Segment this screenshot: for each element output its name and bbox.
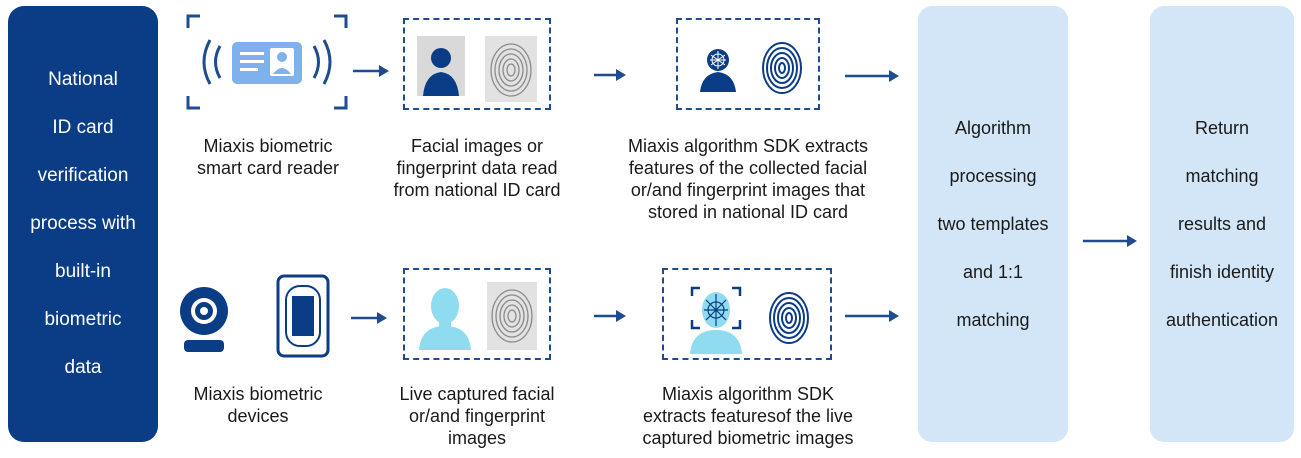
fingerprint-image-tile xyxy=(485,36,537,102)
arrow-right-icon xyxy=(353,63,391,79)
face-scan-icon xyxy=(684,284,748,354)
live-feature-extraction-box xyxy=(662,268,832,360)
arrow-right-icon xyxy=(594,67,628,83)
arrow-right-icon xyxy=(845,68,901,84)
extract-caption-bottom-line-3: captured biometric images xyxy=(642,428,854,448)
process-title-line-2: ID card xyxy=(52,117,114,138)
arrow-right-icon xyxy=(1083,233,1139,249)
devices-caption: Miaxis biometric devices xyxy=(158,383,358,427)
algorithm-line-1: Algorithm xyxy=(954,118,1032,138)
process-title-line-6: biometric xyxy=(44,309,122,330)
process-title-panel: National ID card verification process wi… xyxy=(8,6,158,442)
algorithm-line-4: and 1:1 xyxy=(962,262,1024,282)
result-line-3: results and xyxy=(1177,214,1267,234)
face-silhouette-icon xyxy=(417,284,473,350)
live-capture-caption: Live captured facial or/and fingerprint … xyxy=(372,383,582,449)
reader-caption: Miaxis biometric smart card reader xyxy=(168,135,368,179)
reader-caption-line-2: smart card reader xyxy=(196,158,340,178)
id-data-caption-line-3: from national ID card xyxy=(393,180,561,200)
extract-caption-top-line-1: Miaxis algorithm SDK extracts xyxy=(627,136,869,156)
fingerprint-icon xyxy=(491,289,533,343)
algorithm-line-3: two templates xyxy=(937,214,1049,234)
arrow-right-icon xyxy=(594,308,628,324)
extract-caption-bottom-line-1: Miaxis algorithm SDK xyxy=(661,384,835,404)
fingerprint-icon xyxy=(764,284,814,350)
id-data-caption: Facial images or fingerprint data read f… xyxy=(372,135,582,201)
live-capture-box xyxy=(403,268,551,360)
live-capture-caption-line-3: images xyxy=(447,428,507,448)
extract-caption-bottom-line-2: extracts featuresof the live xyxy=(642,406,854,426)
result-line-4: finish identity xyxy=(1169,262,1275,282)
extract-caption-top-line-3: or/and fingerprint images that xyxy=(630,180,866,200)
fingerprint-icon xyxy=(490,43,532,97)
result-line-1: Return xyxy=(1194,118,1250,138)
reader-caption-line-1: Miaxis biometric xyxy=(203,136,333,156)
fingerprint-scanner-icon xyxy=(276,274,330,358)
process-title-line-7: data xyxy=(64,357,102,378)
arrow-right-icon xyxy=(351,310,389,326)
face-image-tile xyxy=(417,36,465,96)
result-panel: Return matching results and finish ident… xyxy=(1150,6,1294,442)
algorithm-line-2: processing xyxy=(949,166,1037,186)
arrow-right-icon xyxy=(845,308,901,324)
extract-caption-top-line-4: stored in national ID card xyxy=(647,202,849,222)
result-line-5: authentication xyxy=(1165,310,1279,330)
process-title-line-4: process with xyxy=(30,213,136,234)
smart-card-reader-icon xyxy=(186,14,348,110)
devices-caption-line-2: devices xyxy=(227,406,289,426)
extract-caption-top: Miaxis algorithm SDK extracts features o… xyxy=(600,135,896,223)
extract-caption-bottom: Miaxis algorithm SDK extracts featuresof… xyxy=(610,383,886,449)
live-capture-caption-line-2: or/and fingerprint xyxy=(408,406,546,426)
fingerprint-icon xyxy=(758,36,806,98)
id-card-data-box xyxy=(403,18,551,110)
extract-caption-top-line-2: features of the collected facial xyxy=(628,158,868,178)
person-silhouette-icon xyxy=(423,48,459,96)
id-data-caption-line-2: fingerprint data read xyxy=(396,158,558,178)
id-data-caption-line-1: Facial images or xyxy=(410,136,544,156)
process-title-line-3: verification xyxy=(37,165,129,186)
devices-caption-line-1: Miaxis biometric xyxy=(193,384,323,404)
face-scan-icon xyxy=(698,46,738,92)
live-capture-caption-line-1: Live captured facial xyxy=(399,384,555,404)
webcam-icon xyxy=(178,284,234,354)
algorithm-processing-panel: Algorithm processing two templates and 1… xyxy=(918,6,1068,442)
feature-extraction-box xyxy=(676,18,820,110)
result-line-2: matching xyxy=(1185,166,1259,186)
process-title-line-5: built-in xyxy=(55,261,111,282)
process-title-line-1: National xyxy=(48,69,118,90)
algorithm-line-5: matching xyxy=(956,310,1030,330)
fingerprint-image-tile xyxy=(487,282,537,350)
